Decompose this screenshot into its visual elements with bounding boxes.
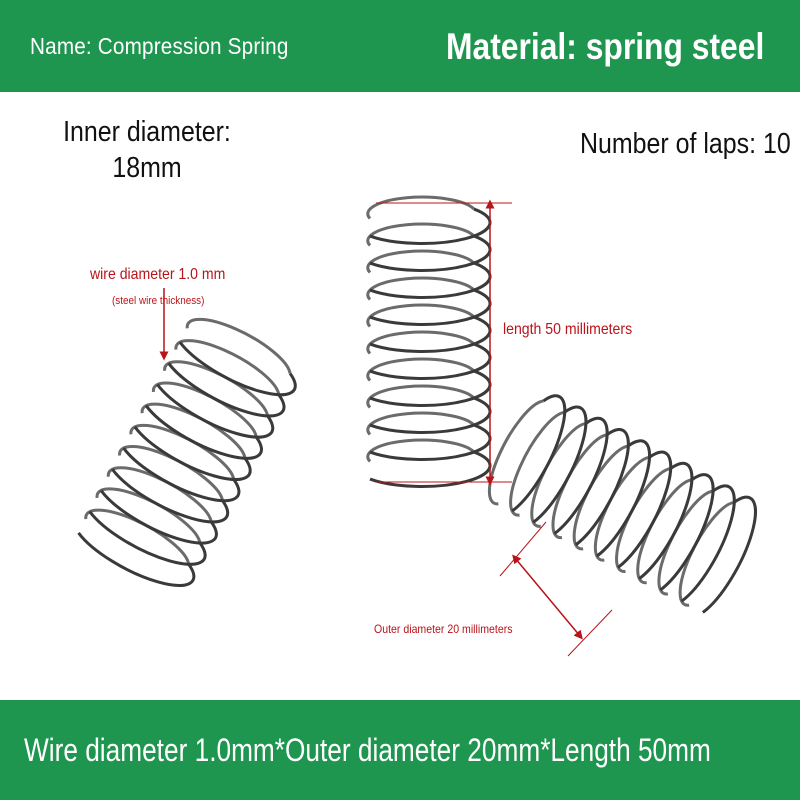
spring-coil-back	[185, 317, 292, 374]
spring-coil-front	[511, 394, 567, 513]
spring-coil-back	[636, 478, 693, 585]
spring-coil-back	[366, 195, 476, 220]
spring-coil-back	[657, 489, 714, 596]
header-banner: Name: Compression Spring Material: sprin…	[0, 0, 800, 92]
spring-coil-back	[487, 399, 544, 506]
spring-coil-back	[678, 500, 735, 607]
spring-coil-front	[595, 439, 651, 558]
spring-coil-back	[366, 330, 476, 355]
material-title: Material: spring steel	[446, 26, 765, 67]
spring-coil-back	[118, 445, 224, 501]
spring-coil-back	[366, 303, 476, 328]
spring-coil-front	[617, 450, 673, 569]
spring-coil-back	[593, 455, 650, 562]
spring-coil-front	[701, 495, 757, 614]
outer-diameter-tick-a	[499, 521, 547, 577]
spring-coil-back	[366, 222, 476, 247]
spring-coil-back	[106, 466, 213, 523]
outer-diameter-tick-b	[567, 609, 613, 657]
inner-diameter-value: 18mm	[112, 152, 182, 184]
inner-diameter-label: Inner diameter:	[63, 116, 231, 148]
spring-coil-back	[366, 249, 476, 274]
spring-coil-back	[366, 276, 476, 301]
spring-coil-back	[572, 444, 629, 551]
spring-coil-front	[680, 484, 736, 603]
spec-summary: Wire diameter 1.0mm*Outer diameter 20mm*…	[24, 732, 711, 768]
spring-coil-back	[551, 433, 608, 540]
spring-coil-back	[163, 360, 270, 417]
spring-coil-front	[122, 447, 241, 503]
spring-coil-back	[151, 381, 258, 438]
spring-coil-front	[167, 362, 286, 418]
spring-coil-back	[366, 411, 476, 436]
spring-coil-front	[553, 416, 609, 535]
spring-coil-back	[95, 487, 202, 544]
spring-coil-back	[366, 384, 476, 409]
length-label: length 50 millimeters	[503, 321, 633, 338]
spring-right-image	[487, 394, 757, 614]
spring-coil-back	[366, 357, 476, 382]
footer-banner: Wire diameter 1.0mm*Outer diameter 20mm*…	[0, 700, 800, 800]
spring-coil-back	[140, 402, 247, 459]
outer-diameter-dimension-line	[512, 554, 583, 640]
spring-coil-back	[615, 467, 671, 573]
spring-coil-front	[178, 341, 297, 397]
inner-diameter-spec: Inner diameter: 18mm	[55, 114, 239, 186]
outer-diameter-label: Outer diameter 20 millimeters	[374, 622, 513, 636]
spring-coil-front	[77, 531, 196, 587]
spring-left-image	[77, 317, 297, 587]
spring-coil-front	[111, 468, 230, 524]
wire-diameter-label: wire diameter 1.0 mm	[90, 266, 226, 283]
spring-coil-back	[129, 423, 236, 480]
spring-coil-back	[174, 339, 281, 396]
spring-coil-front	[659, 473, 715, 592]
spring-coil-back	[509, 410, 566, 517]
wire-thickness-note: (steel wire thickness)	[112, 295, 205, 307]
spring-center-image	[366, 195, 492, 488]
number-of-laps-spec: Number of laps: 10	[580, 128, 791, 160]
spring-coil-front	[133, 425, 252, 481]
spring-coil-front	[144, 404, 263, 460]
spring-coil-front	[638, 461, 694, 580]
spring-coil-front	[156, 383, 275, 439]
spring-coil-back	[530, 421, 587, 528]
spring-coil-back	[366, 438, 476, 463]
spring-coil-front	[99, 489, 218, 545]
spring-coil-front	[574, 428, 630, 547]
spring-coil-back	[84, 508, 191, 565]
spring-coil-front	[532, 405, 588, 524]
spring-coil-front	[88, 510, 207, 566]
product-name: Name: Compression Spring	[30, 33, 289, 59]
